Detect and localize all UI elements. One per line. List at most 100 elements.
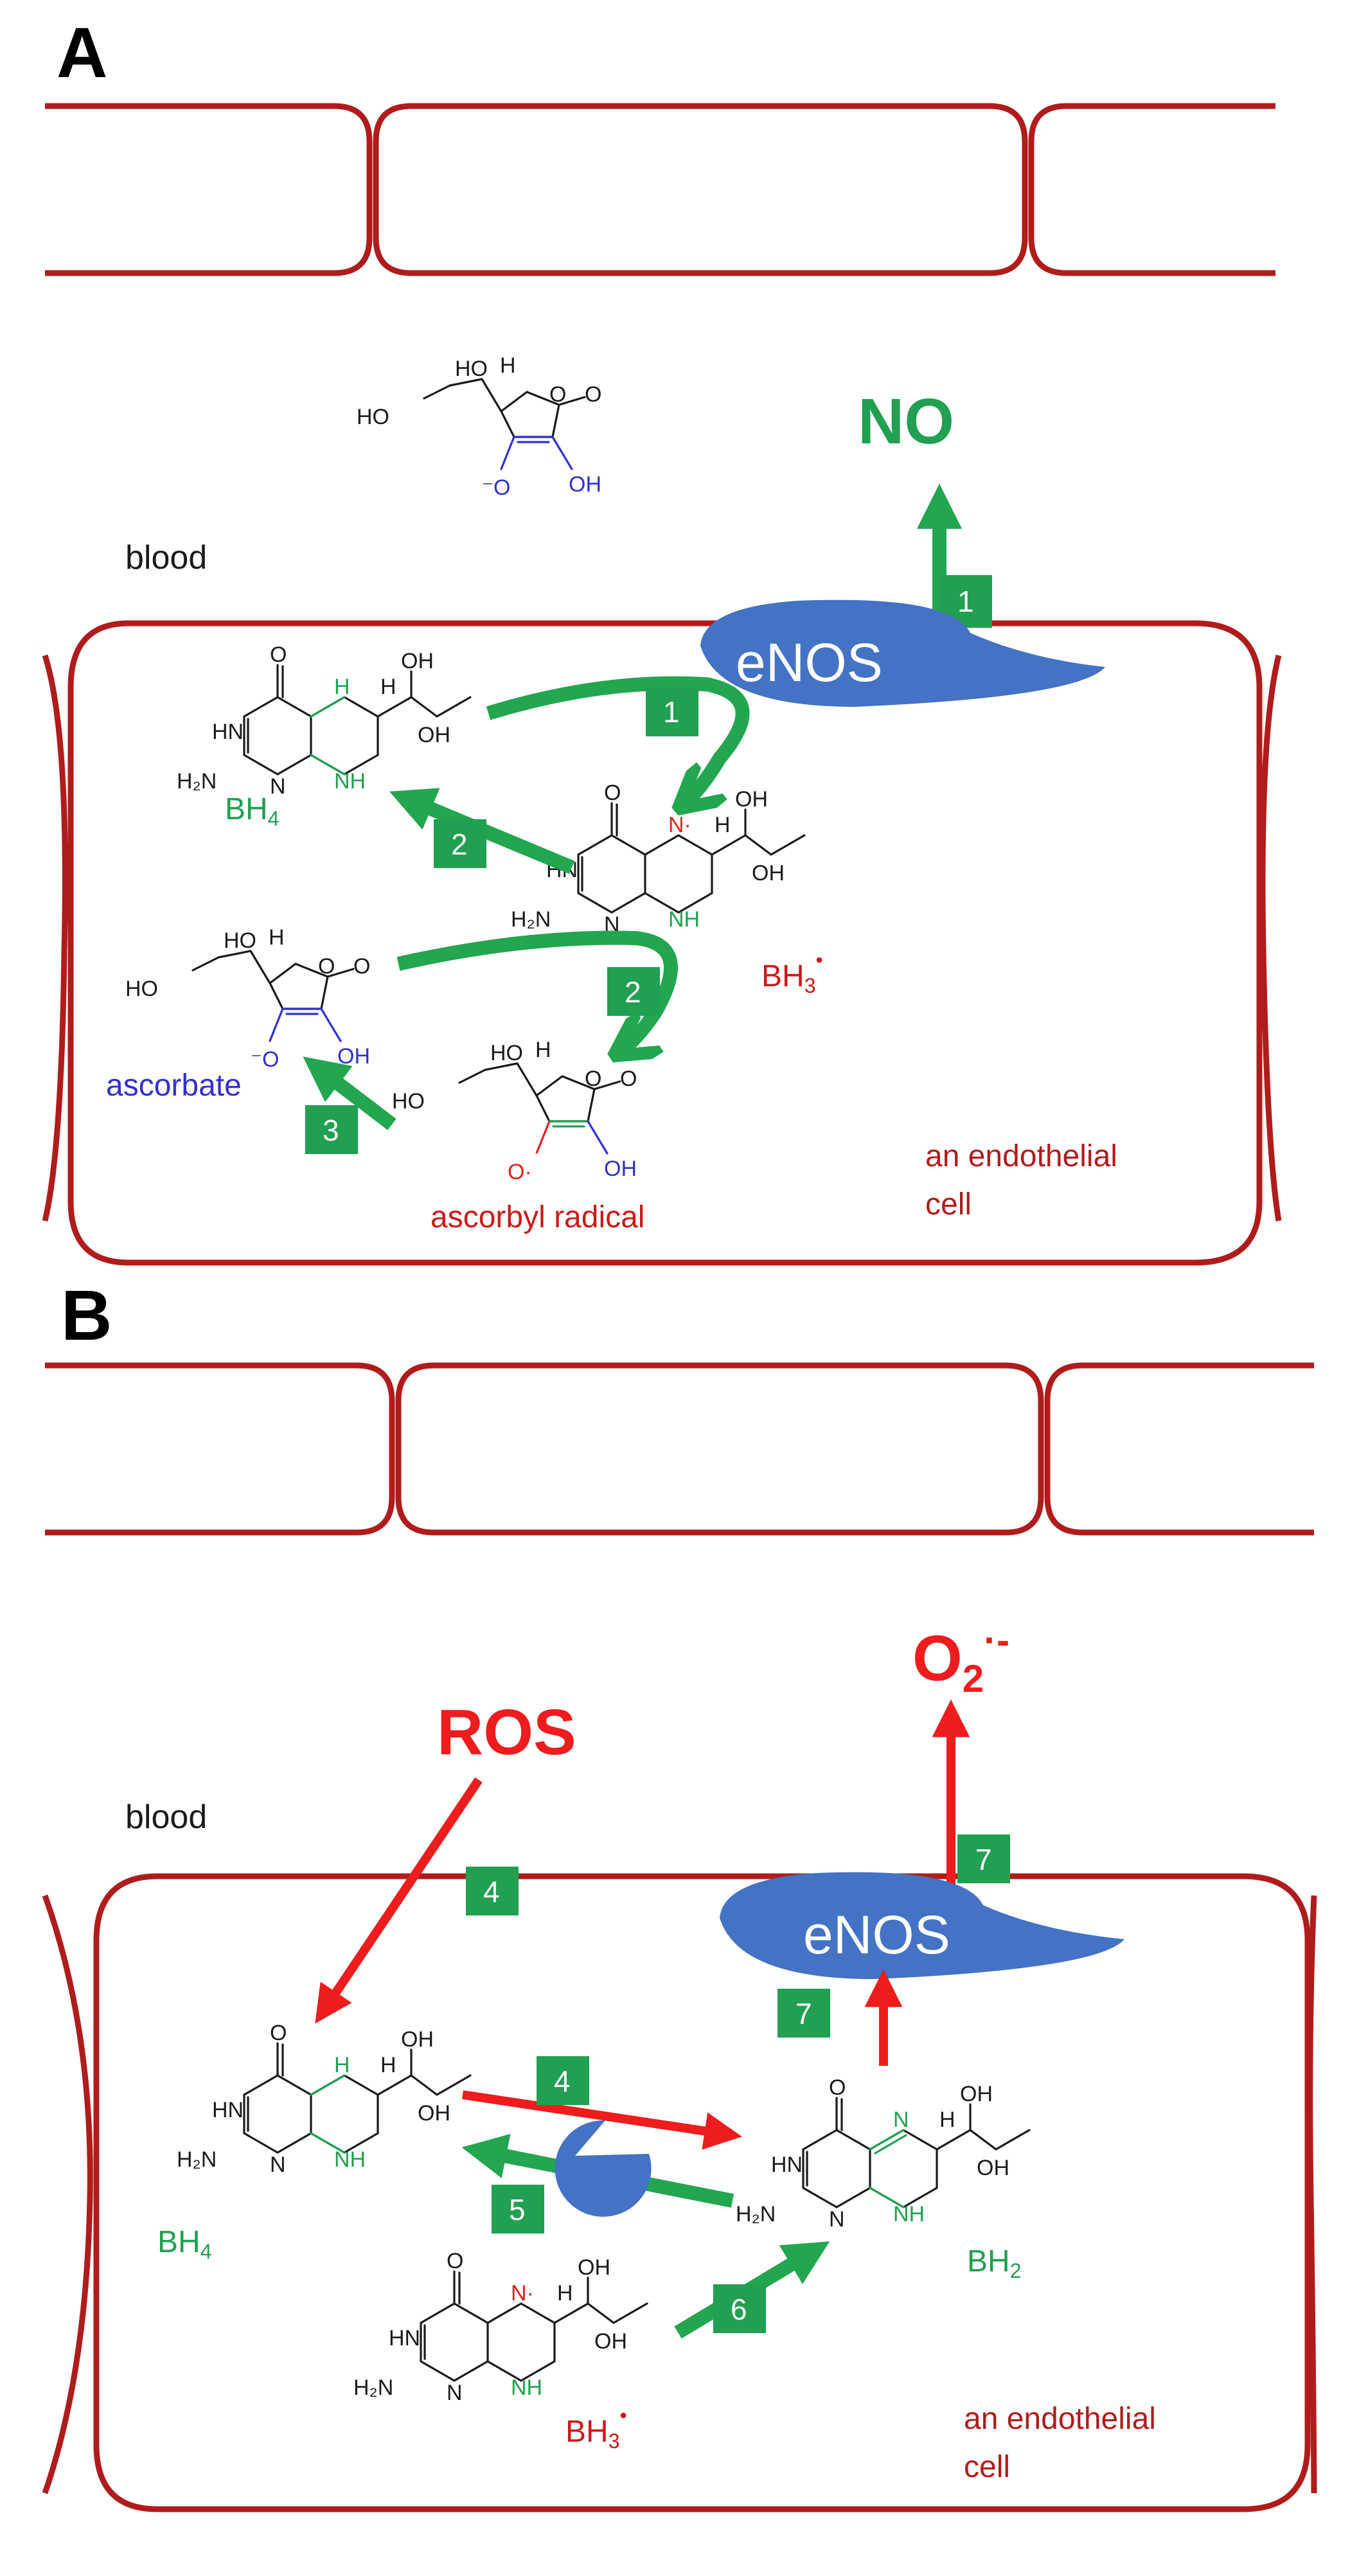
svg-text:NH: NH xyxy=(334,769,366,794)
ascorbyl-radical-label: ascorbyl radical xyxy=(431,1200,644,1234)
svg-text:H₂N: H₂N xyxy=(353,2376,393,2400)
curve-arrow-a2 xyxy=(396,930,678,1054)
svg-text:O: O xyxy=(620,1067,637,1091)
svg-text:NH: NH xyxy=(893,2202,925,2226)
svg-text:O: O xyxy=(549,382,566,407)
cell-label-a-line2: cell xyxy=(925,1187,972,1221)
svg-text:OH: OH xyxy=(735,787,768,812)
ascorbate-label: ascorbate xyxy=(106,1069,242,1103)
svg-text:NH: NH xyxy=(668,907,700,932)
svg-text:2: 2 xyxy=(625,975,641,1009)
svg-text:N: N xyxy=(270,774,286,799)
svg-text:H₂N: H₂N xyxy=(177,769,217,794)
svg-text:N: N xyxy=(893,2108,909,2132)
svg-text:OH: OH xyxy=(569,472,601,497)
svg-text:H: H xyxy=(380,2053,396,2077)
svg-text:N: N xyxy=(270,2153,286,2177)
vessel-wall-top-b xyxy=(45,1362,1314,1536)
curve-arrow-a1 xyxy=(486,676,750,806)
bh4-to-bh2-arrow xyxy=(461,2090,742,2150)
svg-text:N: N xyxy=(829,2207,845,2232)
svg-text:O: O xyxy=(270,2021,287,2045)
svg-text:OH: OH xyxy=(337,1044,370,1069)
ascorbyl-to-ascorbate-arrow xyxy=(303,1056,396,1130)
vessel-wall-top-a xyxy=(45,103,1275,276)
panel-label-b: B xyxy=(61,1276,112,1355)
svg-text:HO: HO xyxy=(490,1041,523,1065)
svg-text:OH: OH xyxy=(594,2329,627,2354)
svg-text:NH: NH xyxy=(334,2147,366,2172)
svg-text:HO: HO xyxy=(125,977,158,1001)
svg-text:NH: NH xyxy=(511,2376,542,2400)
bh4-molecule-a: O HN H₂N N H NH H OH OH xyxy=(177,643,472,799)
bh3-radical-label-b: BH3• xyxy=(565,2404,627,2453)
svg-text:6: 6 xyxy=(731,2293,747,2326)
cell-label-b-line2: cell xyxy=(964,2450,1010,2484)
endothelial-cell-b xyxy=(42,1873,1317,2512)
bh4-label-b: BH4 xyxy=(157,2225,211,2263)
svg-text:O: O xyxy=(447,2249,463,2273)
svg-text:H: H xyxy=(939,2108,955,2132)
ascorbate-blood-molecule: O O HO H HO ⁻O OH xyxy=(357,353,601,500)
svg-text:7: 7 xyxy=(975,1843,992,1876)
reductase-enzyme xyxy=(555,2120,652,2217)
cell-label-a-line1: an endothelial xyxy=(925,1139,1117,1173)
svg-text:H: H xyxy=(557,2281,573,2305)
step-box-b7-top xyxy=(957,1834,1010,1883)
enos-enzyme-b: eNOS xyxy=(720,1872,1124,1979)
svg-text:HN: HN xyxy=(389,2326,420,2350)
cell-label-b-line1: an endothelial xyxy=(964,2402,1156,2436)
svg-text:3: 3 xyxy=(323,1114,339,1147)
step-box-a2-left xyxy=(434,819,486,868)
svg-text:HO: HO xyxy=(224,928,256,953)
svg-text:HO: HO xyxy=(357,405,389,429)
svg-text:4: 4 xyxy=(554,2065,571,2098)
svg-text:eNOS: eNOS xyxy=(803,1905,950,1965)
ascorbate-molecule-a: O O HO H HO ⁻O OH xyxy=(125,925,370,1072)
step-box-b6 xyxy=(713,2284,766,2333)
svg-text:OH: OH xyxy=(977,2156,1009,2180)
step-box-a1-curve xyxy=(646,688,698,736)
bh2-molecule-b: O HN H₂N N N NH H OH OH xyxy=(736,2075,1031,2232)
svg-text:H₂N: H₂N xyxy=(736,2202,776,2226)
step-box-b7-low xyxy=(777,1989,830,2038)
svg-text:OH: OH xyxy=(418,2101,450,2126)
superoxide-label: O2·- xyxy=(912,1619,1009,1700)
svg-text:N·: N· xyxy=(668,813,691,837)
svg-text:HN: HN xyxy=(212,2098,244,2122)
svg-text:4: 4 xyxy=(483,1875,500,1908)
svg-text:O: O xyxy=(270,643,287,667)
endothelial-cell-a xyxy=(42,620,1282,1266)
ros-attack-arrow xyxy=(315,1777,483,2024)
svg-text:H₂N: H₂N xyxy=(177,2147,217,2172)
blood-label-b: blood xyxy=(125,1799,207,1836)
svg-text:⁻O: ⁻O xyxy=(482,475,510,500)
ros-label: ROS xyxy=(437,1696,576,1768)
svg-text:5: 5 xyxy=(509,2193,526,2226)
svg-text:H: H xyxy=(500,353,516,378)
svg-text:OH: OH xyxy=(401,649,434,673)
svg-text:O: O xyxy=(585,1067,601,1091)
svg-text:OH: OH xyxy=(401,2027,434,2052)
svg-text:eNOS: eNOS xyxy=(736,632,883,693)
no-label: NO xyxy=(858,386,954,457)
step-box-b4-ros xyxy=(466,1867,519,1915)
svg-text:1: 1 xyxy=(663,695,680,729)
step-box-b5 xyxy=(492,2185,544,2234)
step-box-a2-curve xyxy=(607,967,660,1016)
svg-text:HN: HN xyxy=(212,720,244,744)
svg-text:O: O xyxy=(604,781,621,805)
svg-text:2: 2 xyxy=(451,828,468,861)
svg-text:H: H xyxy=(334,675,350,699)
svg-text:OH: OH xyxy=(418,723,450,747)
svg-text:HO: HO xyxy=(455,357,488,381)
svg-text:O: O xyxy=(829,2075,846,2100)
bh2-label-b: BH2 xyxy=(967,2244,1021,2282)
svg-text:H: H xyxy=(380,675,396,699)
svg-text:H: H xyxy=(334,2053,350,2077)
svg-text:O·: O· xyxy=(508,1160,532,1184)
svg-text:OH: OH xyxy=(604,1157,637,1181)
enos-enzyme-a: eNOS xyxy=(700,600,1105,707)
svg-text:7: 7 xyxy=(795,1997,812,2030)
svg-text:OH: OH xyxy=(752,861,785,885)
